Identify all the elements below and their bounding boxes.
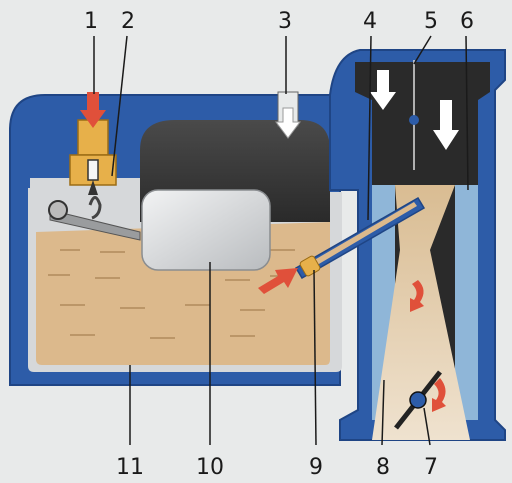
callout-10: 10 [196,455,224,480]
air-arrow-right [433,100,459,150]
callout-11: 11 [116,455,144,480]
leader-lines [93,35,469,446]
callout-3: 3 [278,9,292,34]
callout-2: 2 [121,9,135,34]
air-arrow-left [370,70,396,110]
fuel-inflow-arrow [80,92,106,128]
float-lever [48,196,141,241]
callout-6: 6 [460,9,474,34]
throttle-valve [394,370,442,430]
callout-5: 5 [424,9,438,34]
callout-9: 9 [309,455,323,480]
spray-nozzle [294,196,426,280]
mixture-arrows [410,280,446,412]
balance-tube [275,91,301,139]
needle-valve [69,119,117,195]
callout-7: 7 [424,455,438,480]
callout-4: 4 [363,9,377,34]
fuel-suction-arrow [258,268,298,294]
venturi [372,185,470,440]
callout-8: 8 [376,455,390,480]
float [141,189,271,271]
small-port [409,115,419,125]
diffuser-right [455,185,478,420]
callout-1: 1 [84,9,98,34]
